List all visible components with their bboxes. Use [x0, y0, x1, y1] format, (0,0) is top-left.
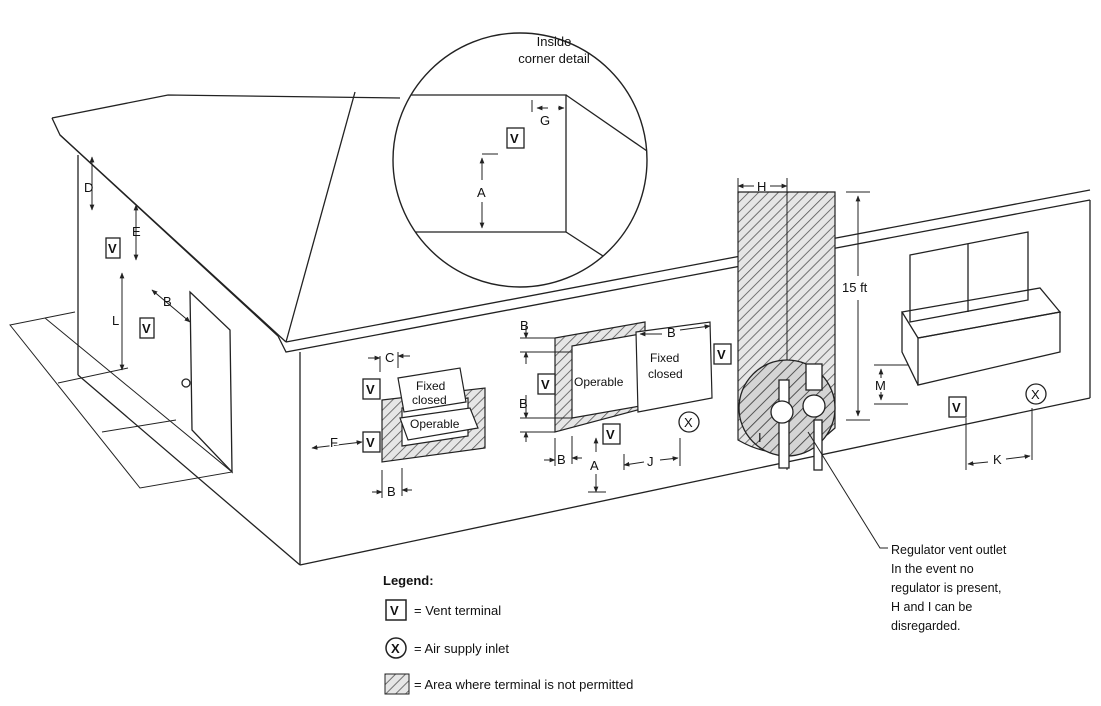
svg-text:V: V [541, 377, 550, 392]
svg-text:X: X [684, 415, 693, 430]
dim-d-label: D [84, 180, 93, 195]
regulator-note-line-5: disregarded. [891, 619, 961, 633]
legend-air-text: = Air supply inlet [414, 641, 509, 656]
vent-terminal-window-upper: V [362, 378, 381, 400]
legend-hatch-swatch [384, 673, 410, 695]
air-supply-inlet-right: X [1025, 383, 1047, 405]
svg-text:V: V [510, 131, 519, 146]
regulator-note-line-2: In the event no [891, 562, 974, 576]
dim-i-label: I [758, 430, 762, 445]
svg-text:V: V [142, 321, 151, 336]
operable-label-1: Operable [410, 417, 460, 431]
dim-b-top-label: B [520, 318, 529, 333]
svg-text:V: V [952, 400, 961, 415]
air-supply-inlet-center: X [678, 411, 700, 433]
legend-title: Legend: [383, 573, 434, 588]
sidewalk [9, 311, 234, 489]
svg-text:V: V [108, 241, 117, 256]
regulator-pipe [770, 363, 826, 471]
dim-b-bottom-label: B [557, 452, 566, 467]
legend-vent-text: = Vent terminal [414, 603, 501, 618]
dim-l-label: L [112, 313, 119, 328]
dim-15ft-label: 15 ft [842, 280, 868, 295]
legend-area-text: = Area where terminal is not permitted [414, 677, 633, 692]
svg-text:V: V [366, 382, 375, 397]
regulator-note-line-3: regulator is present, [891, 581, 1001, 595]
dim-f-label: F [330, 435, 338, 450]
vent-terminal-center-left: V [537, 373, 556, 395]
dim-e-label: E [132, 224, 141, 239]
regulator-zone: I H 15 ft [737, 178, 888, 549]
svg-text:V: V [606, 427, 615, 442]
fixed-closed-label-2: closed [412, 393, 447, 407]
vent-terminal-window-lower: V [362, 431, 381, 453]
vent-terminal-right: V [948, 396, 967, 418]
inside-corner-detail: G A V [392, 32, 648, 288]
svg-text:V: V [390, 603, 399, 618]
dim-b-label: B [163, 294, 172, 309]
dim-g-label: G [540, 113, 550, 128]
vent-terminal-center-right: V [713, 343, 732, 365]
legend: Legend: V = Vent terminal X = Air supply… [383, 573, 633, 695]
front-window-left: Fixed closed Operable [381, 367, 486, 463]
left-wall [77, 155, 301, 566]
dim-a-label: A [590, 458, 599, 473]
dim-c-label: C [385, 350, 394, 365]
dim-b-mid-label: B [519, 396, 528, 411]
svg-text:V: V [717, 347, 726, 362]
fixed-closed-label-3: Fixed [650, 351, 679, 365]
vent-terminal-center-bottom: V [602, 423, 621, 445]
dim-j-label: J [647, 454, 654, 469]
dim-m-label: M [875, 378, 886, 393]
svg-text:V: V [366, 435, 375, 450]
center-window: Operable Fixed closed [554, 321, 713, 433]
dim-a-inset-label: A [477, 185, 486, 200]
center-window-dims: B B B B A J [519, 318, 711, 493]
vent-terminal-left-top: V [105, 237, 121, 259]
dim-b-left-window-label: B [387, 484, 396, 499]
fixed-closed-label-4: closed [648, 367, 683, 381]
svg-text:F: F [330, 435, 338, 450]
regulator-note: Regulator vent outlet In the event no re… [891, 543, 1007, 633]
left-wall-dimensions: D E L B [84, 156, 191, 371]
regulator-note-line-4: H and I can be [891, 600, 972, 614]
vent-terminal-inset [506, 127, 525, 149]
vent-terminal-left-low: V [139, 317, 155, 339]
svg-text:X: X [391, 641, 400, 656]
inset-title-line-1: Inside [537, 34, 572, 49]
right-window-dims: M K [874, 364, 1033, 470]
legend-vent-icon: V [385, 599, 407, 621]
dim-k-label: K [993, 452, 1002, 467]
dim-b-right-label: B [667, 325, 676, 340]
regulator-note-line-1: Regulator vent outlet [891, 543, 1007, 557]
legend-air-icon: X [385, 637, 407, 659]
front-window-left-dims: C F F B [311, 350, 412, 499]
front-wall [299, 200, 1091, 566]
right-window [900, 231, 1062, 386]
inset-title-line-2: corner detail [518, 51, 590, 66]
dim-h-label: H [757, 179, 766, 194]
operable-label-2: Operable [574, 375, 624, 389]
fixed-closed-label-1: Fixed [416, 379, 445, 393]
svg-text:X: X [1031, 387, 1040, 402]
